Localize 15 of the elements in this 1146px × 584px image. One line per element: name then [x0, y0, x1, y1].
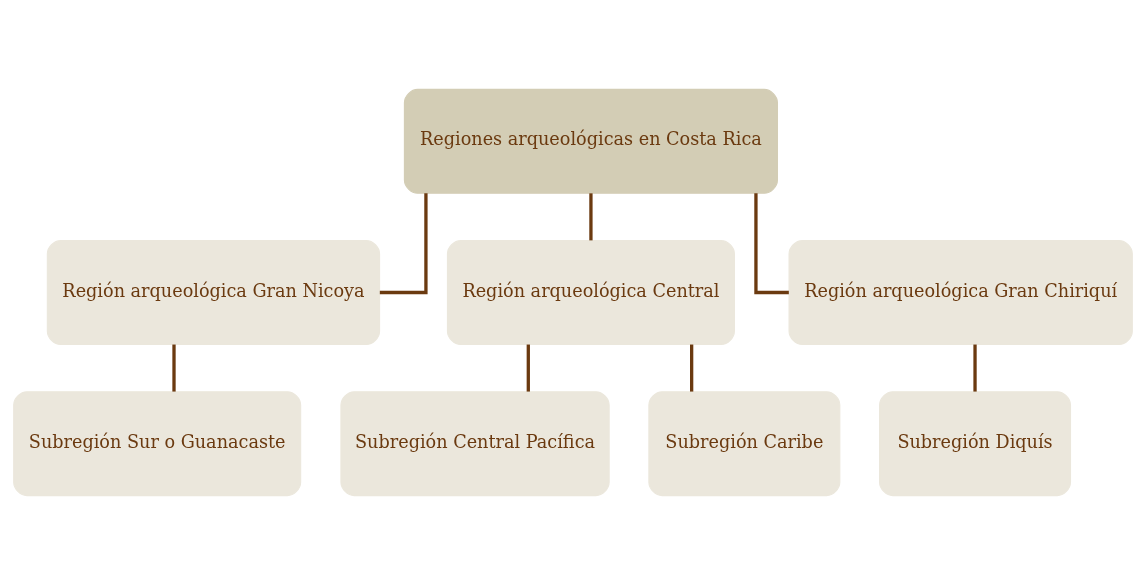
connector	[973, 344, 977, 392]
node-box: Subregión Caribe	[648, 390, 841, 496]
connector	[589, 192, 593, 240]
node-box: Subregión Central Pacífica	[340, 390, 610, 496]
connector	[754, 192, 789, 294]
connector	[379, 192, 428, 294]
connector	[526, 344, 530, 392]
node-box: Región arqueológica Gran Chiriquí	[788, 239, 1133, 345]
connector	[690, 344, 694, 392]
connector	[172, 344, 176, 392]
node-box: Regiones arqueológicas en Costa Rica	[403, 88, 778, 194]
node-box: Subregión Sur o Guanacaste	[13, 390, 302, 496]
node-box: Región arqueológica Gran Nicoya	[46, 239, 381, 345]
node-box: Subregión Diquís	[879, 390, 1072, 496]
node-box: Región arqueológica Central	[446, 239, 735, 345]
